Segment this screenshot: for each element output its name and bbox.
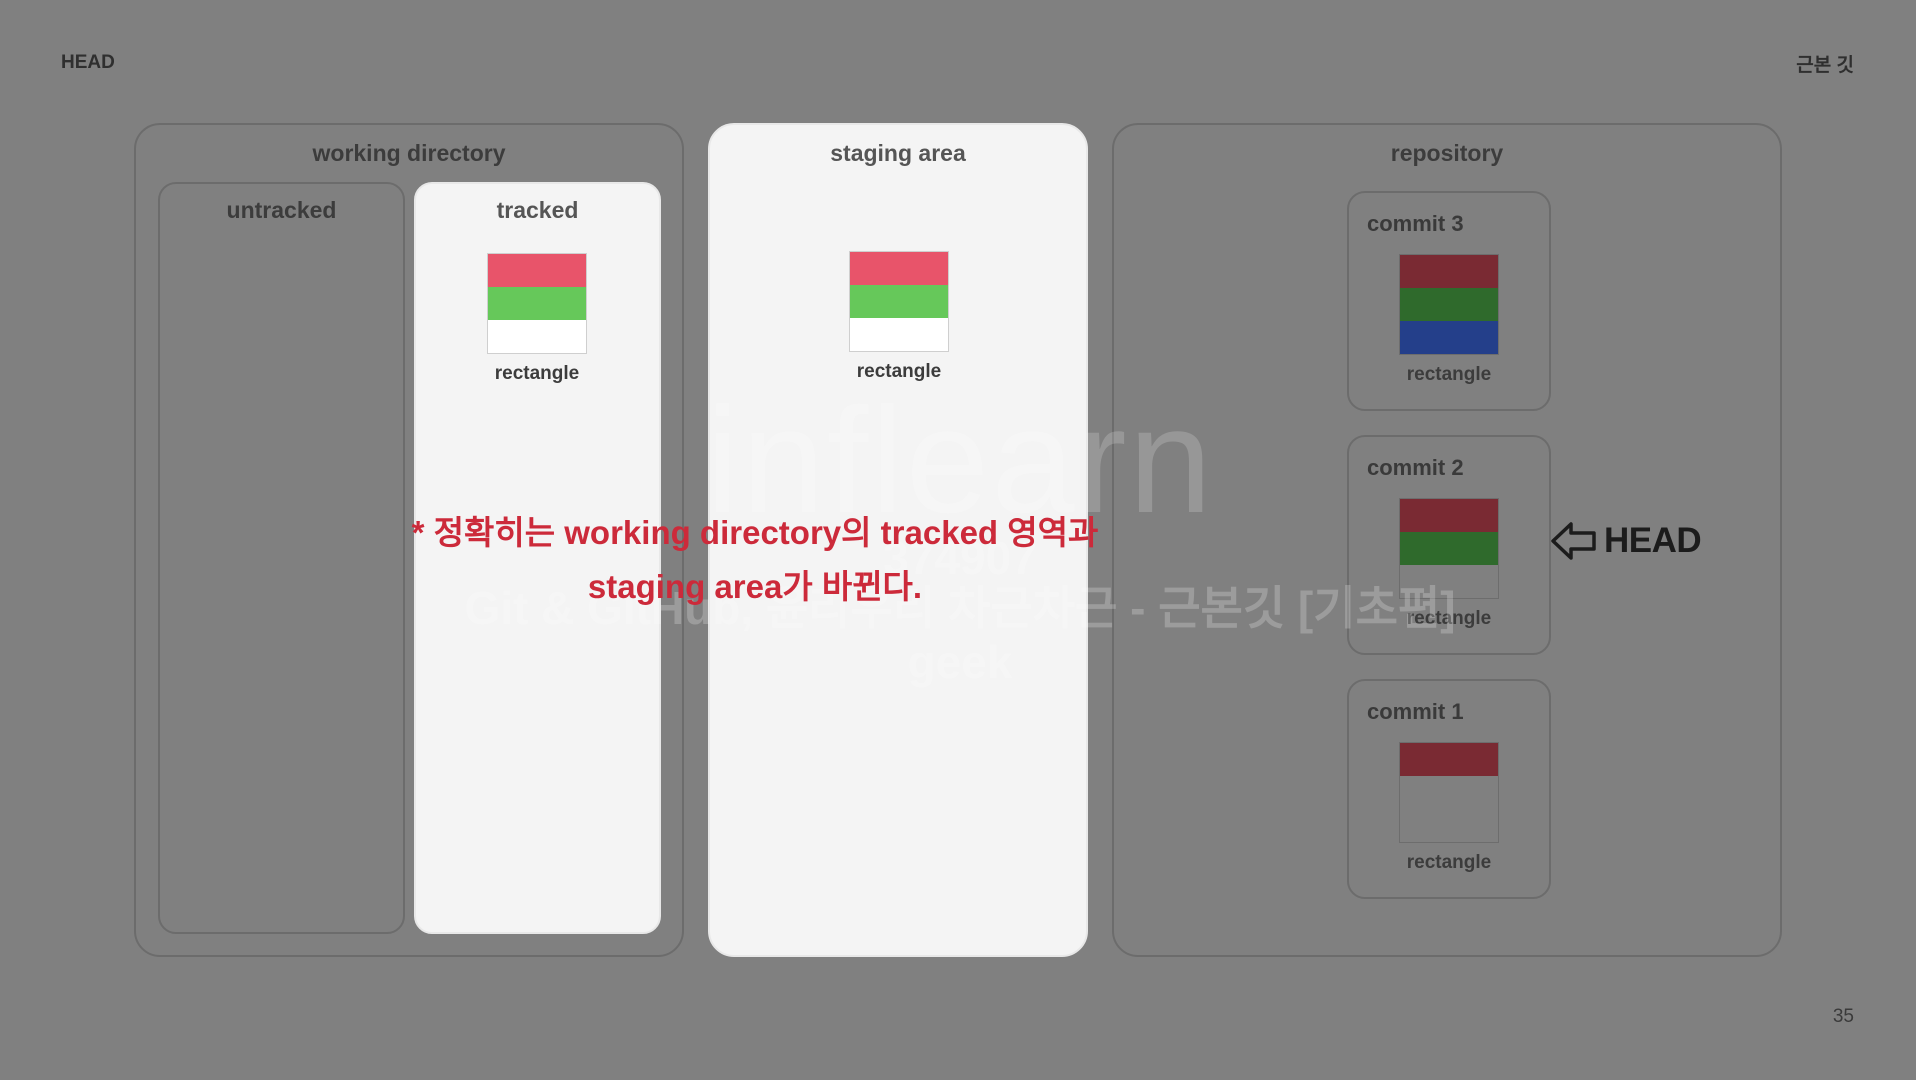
file-label: rectangle bbox=[1406, 364, 1492, 385]
rectangle-file-icon bbox=[1399, 254, 1499, 355]
head-label: HEAD bbox=[1604, 521, 1702, 560]
file-band bbox=[1400, 321, 1498, 354]
commit-file: rectangle bbox=[1399, 254, 1499, 385]
commit-title: commit 1 bbox=[1367, 699, 1464, 724]
staged-file: rectangle bbox=[849, 251, 949, 382]
tracked-area: tracked rectangle bbox=[414, 182, 661, 934]
file-band bbox=[1400, 809, 1498, 842]
file-band bbox=[488, 254, 586, 287]
staging-area-title: staging area bbox=[830, 140, 966, 166]
working-directory-title: working directory bbox=[312, 140, 506, 166]
file-band bbox=[850, 285, 948, 318]
annotation-line-2: staging area가 바뀐다. bbox=[587, 568, 923, 605]
commit-file: rectangle bbox=[1399, 498, 1499, 629]
file-label: rectangle bbox=[856, 361, 942, 382]
file-label: rectangle bbox=[1406, 852, 1492, 873]
slide-section-title: HEAD bbox=[61, 52, 115, 73]
file-band bbox=[488, 320, 586, 353]
commit-title: commit 3 bbox=[1367, 211, 1464, 236]
working-directory-panel: working directory untracked tracked rect… bbox=[134, 123, 684, 957]
head-pointer: HEAD bbox=[1550, 520, 1702, 562]
file-band bbox=[488, 287, 586, 320]
untracked-title: untracked bbox=[226, 197, 337, 223]
annotation-line-1: * 정확히는 working directory의 tracked 영역과 bbox=[411, 514, 1099, 551]
commit-title: commit 2 bbox=[1367, 455, 1464, 480]
commit-box: commit 2 rectangle bbox=[1347, 435, 1551, 655]
file-label: rectangle bbox=[494, 363, 580, 384]
arrow-left-icon bbox=[1550, 520, 1598, 562]
tracked-title: tracked bbox=[496, 197, 579, 223]
file-band bbox=[1400, 743, 1498, 776]
page-number: 35 bbox=[1832, 1006, 1854, 1027]
staging-area-panel: staging area rectangle bbox=[708, 123, 1088, 957]
repository-panel: repository commit 3 rectangle commit 2 r… bbox=[1112, 123, 1782, 957]
file-label: rectangle bbox=[1406, 608, 1492, 629]
repository-title: repository bbox=[1390, 140, 1504, 166]
file-band bbox=[850, 318, 948, 351]
course-title: 근본 깃 bbox=[1796, 55, 1854, 76]
commit-file: rectangle bbox=[1399, 742, 1499, 873]
file-band bbox=[1400, 776, 1498, 809]
commit-box: commit 1 rectangle bbox=[1347, 679, 1551, 899]
untracked-area: untracked bbox=[158, 182, 405, 934]
file-band bbox=[1400, 288, 1498, 321]
file-band bbox=[850, 252, 948, 285]
rectangle-file-icon bbox=[849, 251, 949, 352]
rectangle-file-icon bbox=[487, 253, 587, 354]
rectangle-file-icon bbox=[1399, 498, 1499, 599]
tracked-file: rectangle bbox=[487, 253, 587, 384]
rectangle-file-icon bbox=[1399, 742, 1499, 843]
file-band bbox=[1400, 499, 1498, 532]
commit-box: commit 3 rectangle bbox=[1347, 191, 1551, 411]
file-band bbox=[1400, 532, 1498, 565]
file-band bbox=[1400, 565, 1498, 598]
file-band bbox=[1400, 255, 1498, 288]
